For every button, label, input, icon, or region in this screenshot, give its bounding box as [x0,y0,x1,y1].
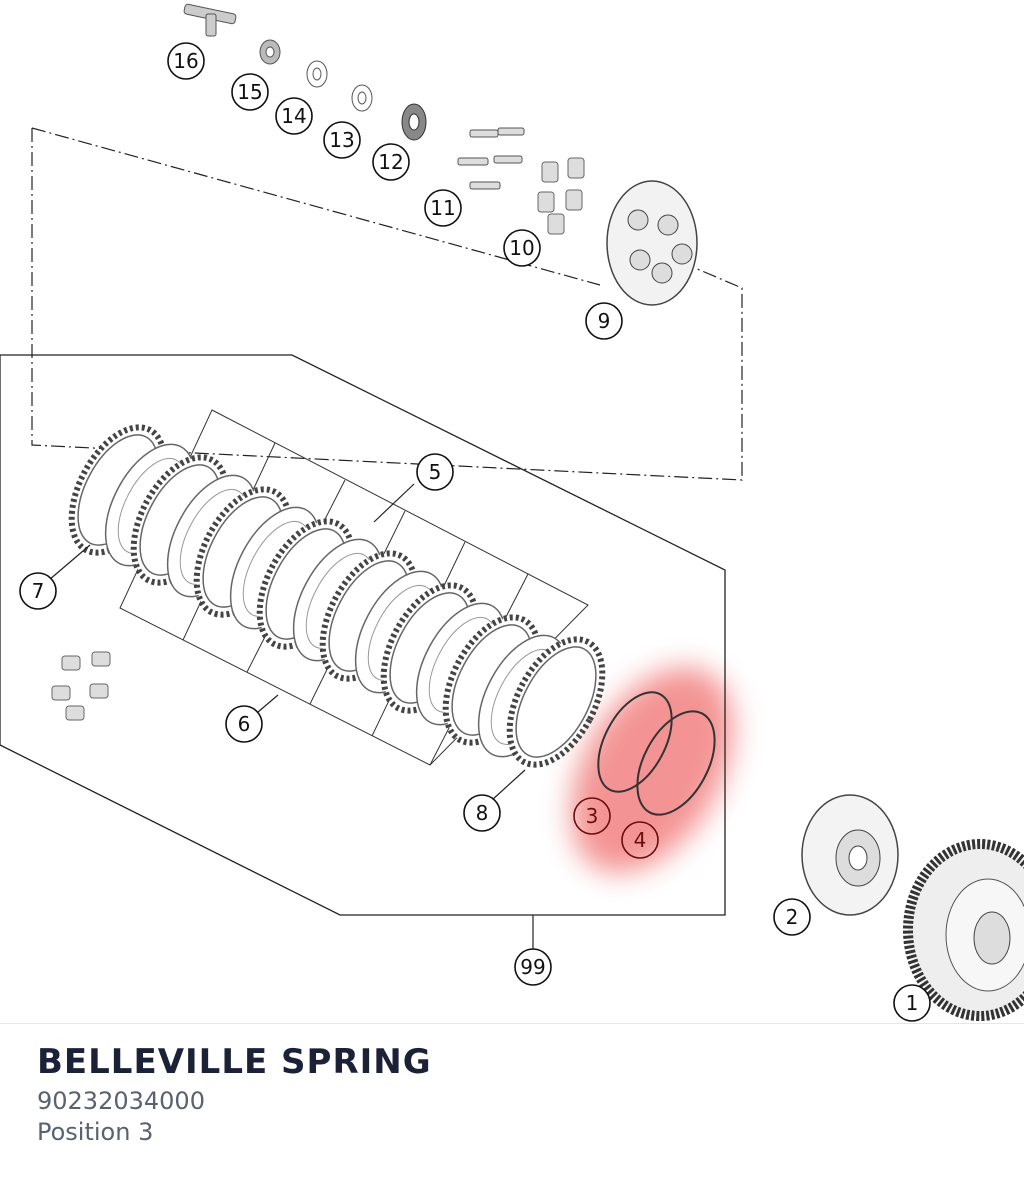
inner-hub-2 [801,794,899,916]
svg-text:13: 13 [329,128,354,152]
callout-5[interactable]: 5 [416,453,454,491]
svg-text:99: 99 [520,955,545,979]
svg-text:2: 2 [786,905,799,929]
part-name: BELLEVILLE SPRING [37,1042,432,1082]
callout-2[interactable]: 2 [773,898,811,936]
svg-text:7: 7 [32,579,45,603]
callout-99[interactable]: 99 [514,948,552,986]
washer-15 [259,39,281,65]
assembly-outline-dashed-top [31,127,601,286]
springs-10 [537,157,585,235]
callout-13[interactable]: 13 [323,121,361,159]
svg-text:1: 1 [906,991,919,1015]
callout-11[interactable]: 11 [424,189,462,227]
callout-3[interactable]: 3 [573,797,611,835]
callout-1[interactable]: 1 [893,984,931,1022]
svg-text:9: 9 [598,309,611,333]
callout-16[interactable]: 16 [167,42,205,80]
svg-text:4: 4 [634,828,647,852]
bearing-12 [401,103,427,141]
pushrod [183,3,237,37]
svg-text:14: 14 [281,104,306,128]
leader-lines [48,483,526,801]
svg-text:8: 8 [476,801,489,825]
assembly-outline-dashed [31,128,743,481]
exploded-view-diagram: 1 2 3 4 5 6 7 8 9 10 11 12 13 14 15 16 9… [0,3,1024,1022]
friction-plate-last [506,636,606,768]
callout-14[interactable]: 14 [275,97,313,135]
clutch-spring-cluster [51,651,111,721]
callout-7[interactable]: 7 [19,572,57,610]
pressure-plate-9 [606,180,698,306]
kit-outline [0,354,726,916]
belleville-spring-ring [636,710,716,816]
outer-basket-1 [903,839,1024,1021]
svg-text:16: 16 [173,49,198,73]
washer-14 [306,60,328,88]
callout-4[interactable]: 4 [621,821,659,859]
callout-6[interactable]: 6 [225,705,263,743]
callout-9[interactable]: 9 [585,302,623,340]
svg-text:3: 3 [586,804,599,828]
bolts-11 [457,127,525,190]
svg-text:10: 10 [509,236,534,260]
svg-text:5: 5 [429,460,442,484]
footer-divider [0,1023,1024,1024]
belleville-spring-ring [597,691,673,793]
callout-15[interactable]: 15 [231,73,269,111]
part-position: Position 3 [37,1118,154,1146]
svg-text:12: 12 [378,150,403,174]
svg-text:11: 11 [430,196,455,220]
callout-10[interactable]: 10 [503,229,541,267]
callout-12[interactable]: 12 [372,143,410,181]
washer-13 [351,84,373,112]
clutch-plate-stack [68,424,606,768]
svg-text:6: 6 [238,712,251,736]
svg-text:15: 15 [237,80,262,104]
part-number: 90232034000 [37,1087,205,1115]
callout-8[interactable]: 8 [463,794,501,832]
